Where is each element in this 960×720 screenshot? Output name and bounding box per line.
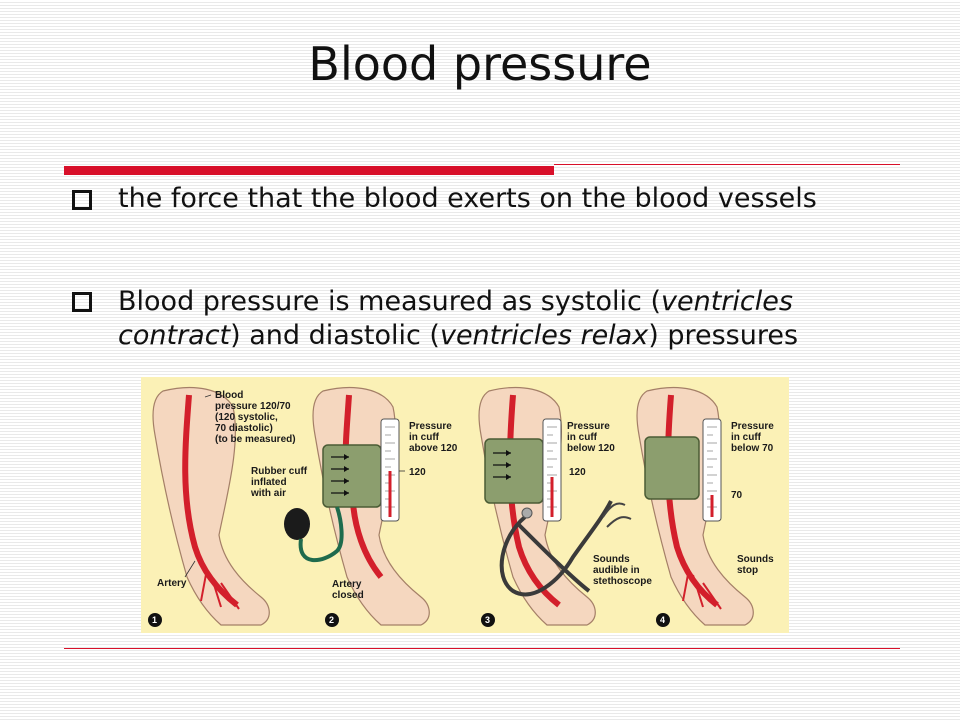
bullet-measurement: Blood pressure is measured as systolic (… xyxy=(118,286,799,351)
checkbox-bullet-icon xyxy=(72,292,92,312)
title-divider-thin xyxy=(554,164,900,165)
panel-1-illustration xyxy=(152,386,270,626)
label-tick-120-p3: 120 xyxy=(569,467,586,478)
label-tick-70: 70 xyxy=(731,490,743,501)
panel-number-1: 1 xyxy=(152,615,157,625)
title-divider-thick xyxy=(64,166,554,175)
panel-4-illustration xyxy=(636,386,754,626)
slide-title: Blood pressure xyxy=(308,37,652,91)
panel-number-3: 3 xyxy=(485,615,490,625)
label-tick-120: 120 xyxy=(409,467,426,478)
bullet-definition: the force that the blood exerts on the b… xyxy=(118,183,817,214)
panel-number-2: 2 xyxy=(329,615,334,625)
checkbox-bullet-icon xyxy=(72,190,92,210)
label-artery: Artery xyxy=(157,578,187,589)
panel-3-illustration xyxy=(478,386,632,626)
panel-number-4: 4 xyxy=(660,615,665,625)
panel-2-illustration xyxy=(284,386,430,626)
footer-divider xyxy=(64,648,900,649)
